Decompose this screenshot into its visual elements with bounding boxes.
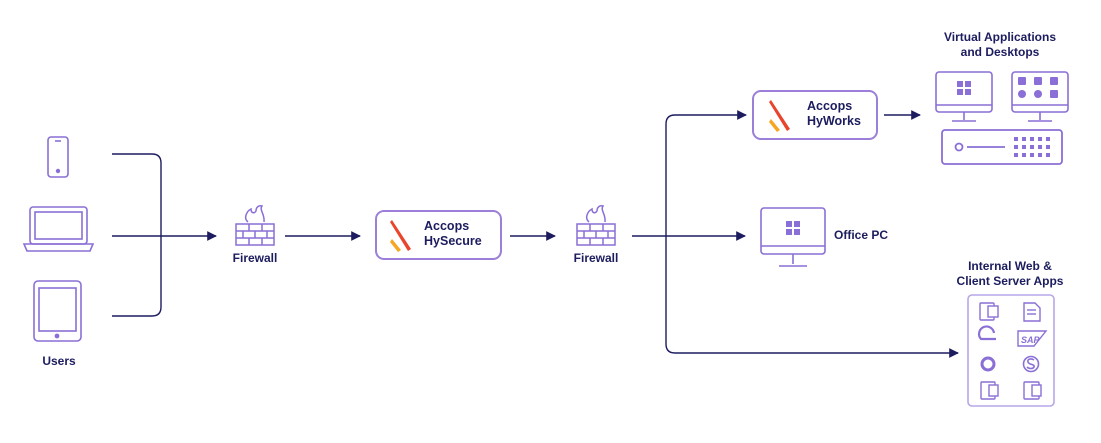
accops-logo-icon (390, 220, 411, 252)
hysecure-box: Accops HySecure (375, 210, 502, 260)
svg-text:SAP: SAP (1021, 335, 1041, 345)
windows-icon-virtual (957, 81, 971, 95)
internal-apps-panel (967, 294, 1055, 407)
tablet-icon (33, 280, 82, 342)
hyworks-line2: HyWorks (807, 114, 861, 128)
accops-logo-icon (769, 100, 790, 132)
users-label: Users (42, 354, 76, 368)
firewall-icon-right (576, 205, 616, 246)
virtual-apps-title-line2: and Desktops (960, 45, 1040, 59)
server-icon (941, 129, 1063, 165)
document-icon (1023, 302, 1041, 322)
windows-icon-office (786, 221, 800, 235)
mini-app-icons (1018, 77, 1058, 98)
server-vent-dots (1014, 137, 1050, 157)
branch-to-internal-apps-arrow (665, 236, 959, 358)
internet-explorer-icon (978, 325, 996, 341)
internal-apps-title-line1: Internal Web & (968, 259, 1052, 273)
laptop-icon (22, 206, 95, 252)
firewall-left-label: Firewall (232, 251, 278, 265)
phone-connector (112, 153, 162, 236)
powerpoint-icon (1023, 381, 1042, 400)
hysecure-line2: HySecure (424, 234, 482, 248)
hysecure-line1: Accops (424, 219, 470, 233)
hyworks-box: Accops HyWorks (752, 90, 878, 140)
smartphone-icon (47, 136, 69, 178)
hyworks-line1: Accops (807, 99, 853, 113)
sap-icon: SAP (1017, 330, 1048, 347)
branch-to-hyworks-arrow (665, 110, 747, 236)
virtual-apps-title-line1: Virtual Applications (943, 30, 1057, 44)
apps-monitor-icon (1011, 71, 1069, 122)
office-pc-monitor-icon (760, 207, 826, 267)
skype-icon (1022, 355, 1040, 373)
tablet-connector (112, 236, 162, 317)
internal-apps-title-line2: Client Server Apps (956, 274, 1064, 288)
circle-app-icon (980, 356, 996, 372)
desktop-monitor-icon (935, 71, 993, 122)
firewall-right-label: Firewall (573, 251, 619, 265)
firewall-icon-left (235, 205, 275, 246)
excel-icon (980, 381, 999, 400)
word-icon (979, 302, 999, 321)
connectors (112, 110, 959, 358)
office-pc-label: Office PC (834, 228, 889, 242)
